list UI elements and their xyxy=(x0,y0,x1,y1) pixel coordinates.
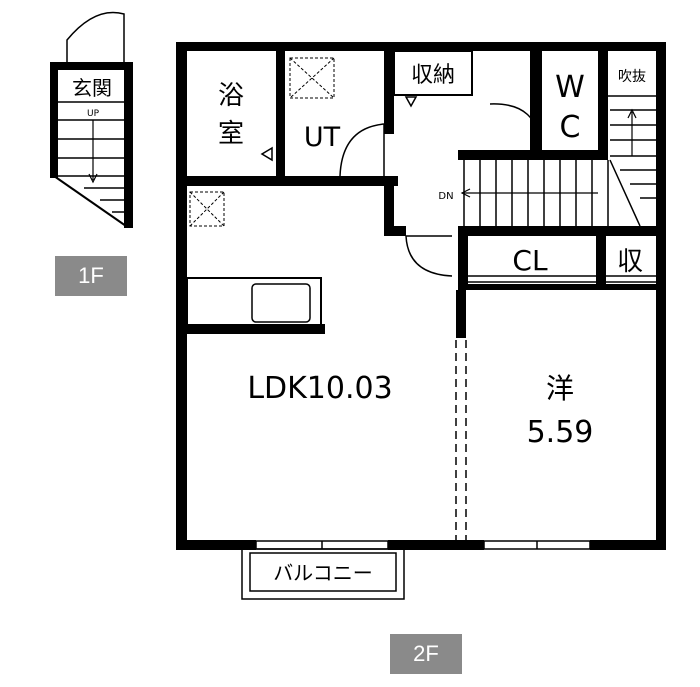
kitchen-sink xyxy=(251,283,311,323)
utility-label: UT xyxy=(304,122,341,153)
storage-outline xyxy=(393,50,473,96)
wall-bottom-middle xyxy=(388,540,484,550)
floor1-stair-treads xyxy=(58,101,124,213)
void-stair-arrow-head xyxy=(627,108,637,119)
storage-door-marker xyxy=(404,96,418,108)
floor1-wall-left xyxy=(50,62,58,178)
wall-corridor-left xyxy=(384,176,394,236)
wall-bottom-right xyxy=(590,540,666,550)
floor1-wall-right xyxy=(124,62,133,228)
balcony-inner xyxy=(249,552,397,592)
wall-wc-right xyxy=(598,42,608,159)
wall-ut-right xyxy=(384,42,394,134)
wall-wc-left xyxy=(530,51,542,159)
wall-closet-divider xyxy=(596,226,606,290)
ldk-label: LDK10.03 xyxy=(247,371,392,406)
wall-closet-left xyxy=(458,226,468,290)
western-room-label: 洋 xyxy=(546,372,574,405)
wall-left xyxy=(176,42,187,550)
wall-top xyxy=(176,42,666,51)
wall-corridor-bottom xyxy=(384,226,406,236)
window-western-room xyxy=(483,540,591,550)
wall-right xyxy=(656,42,666,550)
floor1-plan: 玄関 UP xyxy=(50,11,133,228)
floor1-stair-direction: UP xyxy=(87,109,100,119)
wall-bottom-left xyxy=(176,540,256,550)
wall-bath-bottom xyxy=(176,176,398,186)
ventilation-icon xyxy=(289,57,335,99)
balcony-outline xyxy=(241,548,405,600)
bath-label: 室 xyxy=(218,119,244,149)
kitchen-counter xyxy=(186,277,322,329)
void-stair-treads xyxy=(610,109,656,199)
ldk-door-arc xyxy=(405,235,453,277)
sliding-partition xyxy=(455,340,467,540)
main-stair-direction: DN xyxy=(438,191,453,202)
main-stair-arrow-head xyxy=(460,188,471,198)
ventilation-icon xyxy=(189,191,225,227)
void-stair-edge xyxy=(609,159,641,227)
wc-label: W xyxy=(555,70,585,105)
wall-partition xyxy=(456,290,466,338)
small-storage-label: 収 xyxy=(617,247,643,277)
bath-label: 浴 xyxy=(218,81,244,111)
wall-stair-top xyxy=(458,150,608,160)
entrance-label: 玄関 xyxy=(72,76,112,100)
balcony-label: バルコニー xyxy=(273,561,373,585)
floor1-wall-diagonal xyxy=(53,175,127,227)
floor1-stair-arrow-head xyxy=(88,173,98,184)
floor2-plan: 浴 室 UT 収納 W C 吹抜 DN CL 収 LDK10.03 洋 5.59… xyxy=(176,42,666,600)
western-room-size: 5.59 xyxy=(527,415,594,450)
entrance-door-arc xyxy=(66,11,125,64)
floor1-wall-top xyxy=(50,62,133,70)
void-label: 吹抜 xyxy=(618,69,646,85)
kitchen-wall xyxy=(187,324,325,334)
wall-closet-top xyxy=(458,226,666,236)
floor1-tag: 1F xyxy=(55,256,127,296)
wall-closet-bottom xyxy=(458,284,656,290)
floor2-tag: 2F xyxy=(390,634,462,674)
storage-label: 収納 xyxy=(411,63,455,88)
window-ldk xyxy=(255,540,389,550)
closet-label: CL xyxy=(512,244,548,277)
bath-door-marker xyxy=(260,146,273,162)
wall-bath-ut xyxy=(276,42,285,184)
ut-door-arc xyxy=(339,123,385,177)
wc-label: C xyxy=(560,110,581,145)
